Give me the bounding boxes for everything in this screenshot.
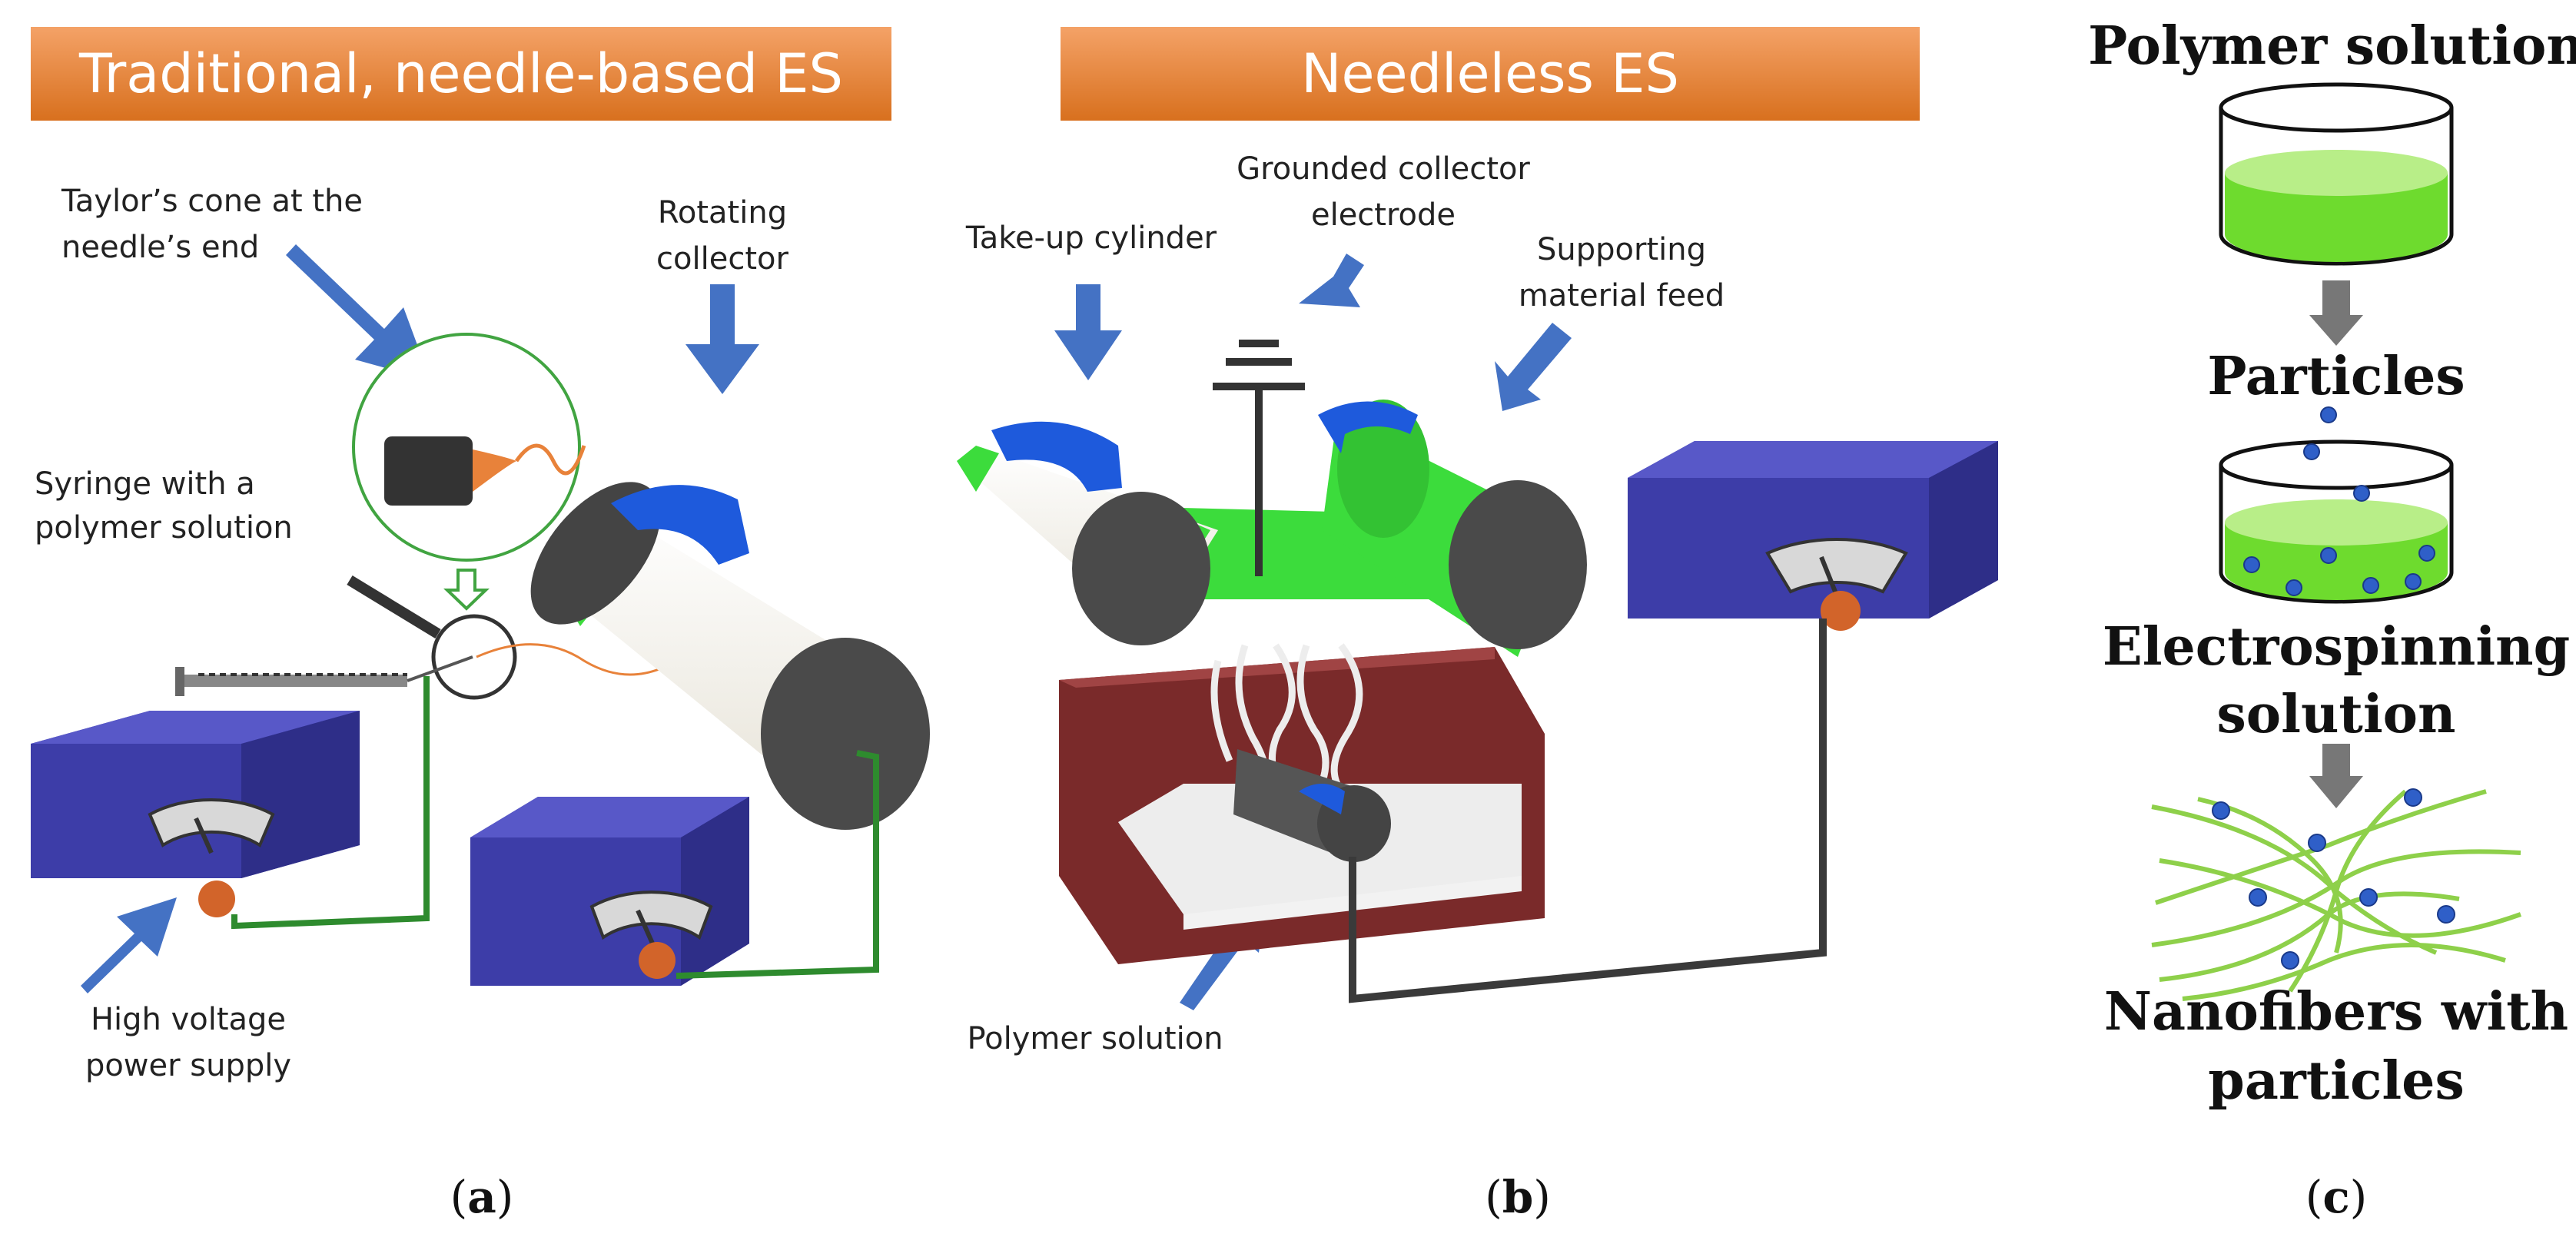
taylor-cone-label-1: Taylor’s cone at the — [61, 184, 363, 219]
flow-arrow-2-icon — [2309, 744, 2363, 808]
gauge-2-icon — [589, 890, 713, 940]
rotating-collector — [530, 482, 930, 830]
takeup-cylinder-label: Take-up cylinder — [965, 221, 1217, 256]
step-electrospinning-label-1: Electrospinning — [2103, 616, 2570, 678]
taylor-cone-label-2: needle’s end — [61, 230, 259, 265]
grounded-electrode — [1213, 340, 1305, 576]
panel-c: Polymer solution Particles — [2088, 15, 2576, 1112]
rotating-collector-label-2: collector — [656, 241, 788, 277]
feed-cylinder — [1318, 400, 1587, 657]
gauge-1-icon — [148, 798, 275, 847]
taylor-cone-magnifier — [352, 333, 586, 700]
caption-c: (c) — [2305, 1171, 2368, 1223]
beaker-2 — [2219, 439, 2454, 604]
hv-supply-label-2: power supply — [85, 1048, 291, 1083]
panel-b-banner: Needleless ES — [1061, 27, 1920, 121]
panel-b-banner-text: Needleless ES — [1301, 42, 1679, 105]
caption-b-letter: b — [1502, 1171, 1534, 1223]
supporting-pointer-arrow-icon — [1495, 323, 1572, 411]
particle — [2353, 485, 2370, 502]
hv-supply-label-1: High voltage — [91, 1002, 286, 1037]
particle — [2362, 577, 2379, 594]
zoom-arrow-icon — [443, 569, 490, 611]
wire-b — [1349, 619, 1827, 1003]
caption-a: (a) — [450, 1171, 514, 1223]
grounded-collector-label-1: Grounded collector — [1237, 151, 1530, 187]
panel-a: Traditional, needle-based ES Taylor’s co… — [31, 27, 930, 1083]
taylor-pointer-arrow-icon — [286, 244, 430, 380]
hv-pointer-arrow-icon — [81, 897, 177, 993]
supporting-feed-label-1: Supporting — [1537, 232, 1706, 267]
fiber-particle — [2404, 788, 2422, 807]
syringe — [175, 575, 662, 696]
takeup-cylinder — [957, 421, 1218, 645]
beaker-1 — [2219, 82, 2454, 266]
supporting-feed-label-2: material feed — [1519, 278, 1725, 313]
syringe-label-2: polymer solution — [35, 510, 293, 546]
fiber-particle — [2281, 951, 2299, 970]
pointer-arrows-a — [81, 244, 759, 993]
step-nanofibers-label-1: Nanofibers with — [2104, 981, 2568, 1043]
panel-b: Needleless ES Grounded collector electro… — [957, 27, 1998, 1056]
caption-a-letter: a — [467, 1171, 496, 1223]
power-supply-1 — [31, 711, 360, 917]
step-electrospinning-label-2: solution — [2217, 684, 2456, 745]
gauge-3-icon — [1765, 538, 1908, 594]
particle — [2418, 545, 2435, 562]
power-supply-3 — [1628, 441, 1998, 631]
power-supply-2 — [470, 797, 749, 986]
particle — [2320, 406, 2337, 423]
takeup-pointer-arrow-icon — [1054, 284, 1122, 380]
fiber-particle — [2308, 834, 2326, 852]
grounded-collector-label-2: electrode — [1311, 197, 1456, 233]
wire-a-1 — [231, 676, 430, 930]
rotating-pointer-arrow-icon — [685, 284, 759, 394]
wire-a-2 — [676, 750, 879, 979]
spinning-roller — [1233, 749, 1391, 862]
nanofiber-mesh — [2151, 789, 2522, 1001]
rotation-arrow-b1-icon — [991, 421, 1122, 492]
panel-captions: (a) (b) (c) — [450, 1171, 2368, 1223]
particle — [2303, 443, 2320, 460]
fiber-particle — [2437, 905, 2455, 924]
panel-a-banner-text: Traditional, needle-based ES — [78, 42, 843, 105]
particle — [2405, 573, 2422, 590]
step-nanofibers-label-2: particles — [2208, 1050, 2464, 1112]
polymer-solution-label-b: Polymer solution — [967, 1021, 1223, 1056]
rotation-arrow-b2-icon — [1318, 401, 1418, 453]
needle-tip-circle — [431, 614, 517, 700]
syringe-label-1: Syringe with a — [35, 466, 255, 502]
fiber-particle — [2249, 888, 2267, 907]
particle — [2243, 556, 2260, 573]
panel-a-banner: Traditional, needle-based ES — [31, 27, 891, 121]
particle — [2320, 547, 2337, 564]
caption-c-letter: c — [2322, 1171, 2349, 1223]
flow-arrow-1-icon — [2309, 280, 2363, 346]
grounded-pointer-arrow-icon — [1299, 254, 1364, 307]
rotation-arrow-a-icon — [611, 485, 749, 565]
fiber-particle — [2212, 801, 2230, 820]
step-polymer-solution-label: Polymer solution — [2088, 15, 2576, 77]
caption-b: (b) — [1485, 1171, 1551, 1223]
fiber-particle — [2359, 888, 2378, 907]
step-particles-label: Particles — [2207, 346, 2465, 407]
rotating-collector-label-1: Rotating — [658, 195, 787, 230]
particle — [2286, 579, 2302, 596]
